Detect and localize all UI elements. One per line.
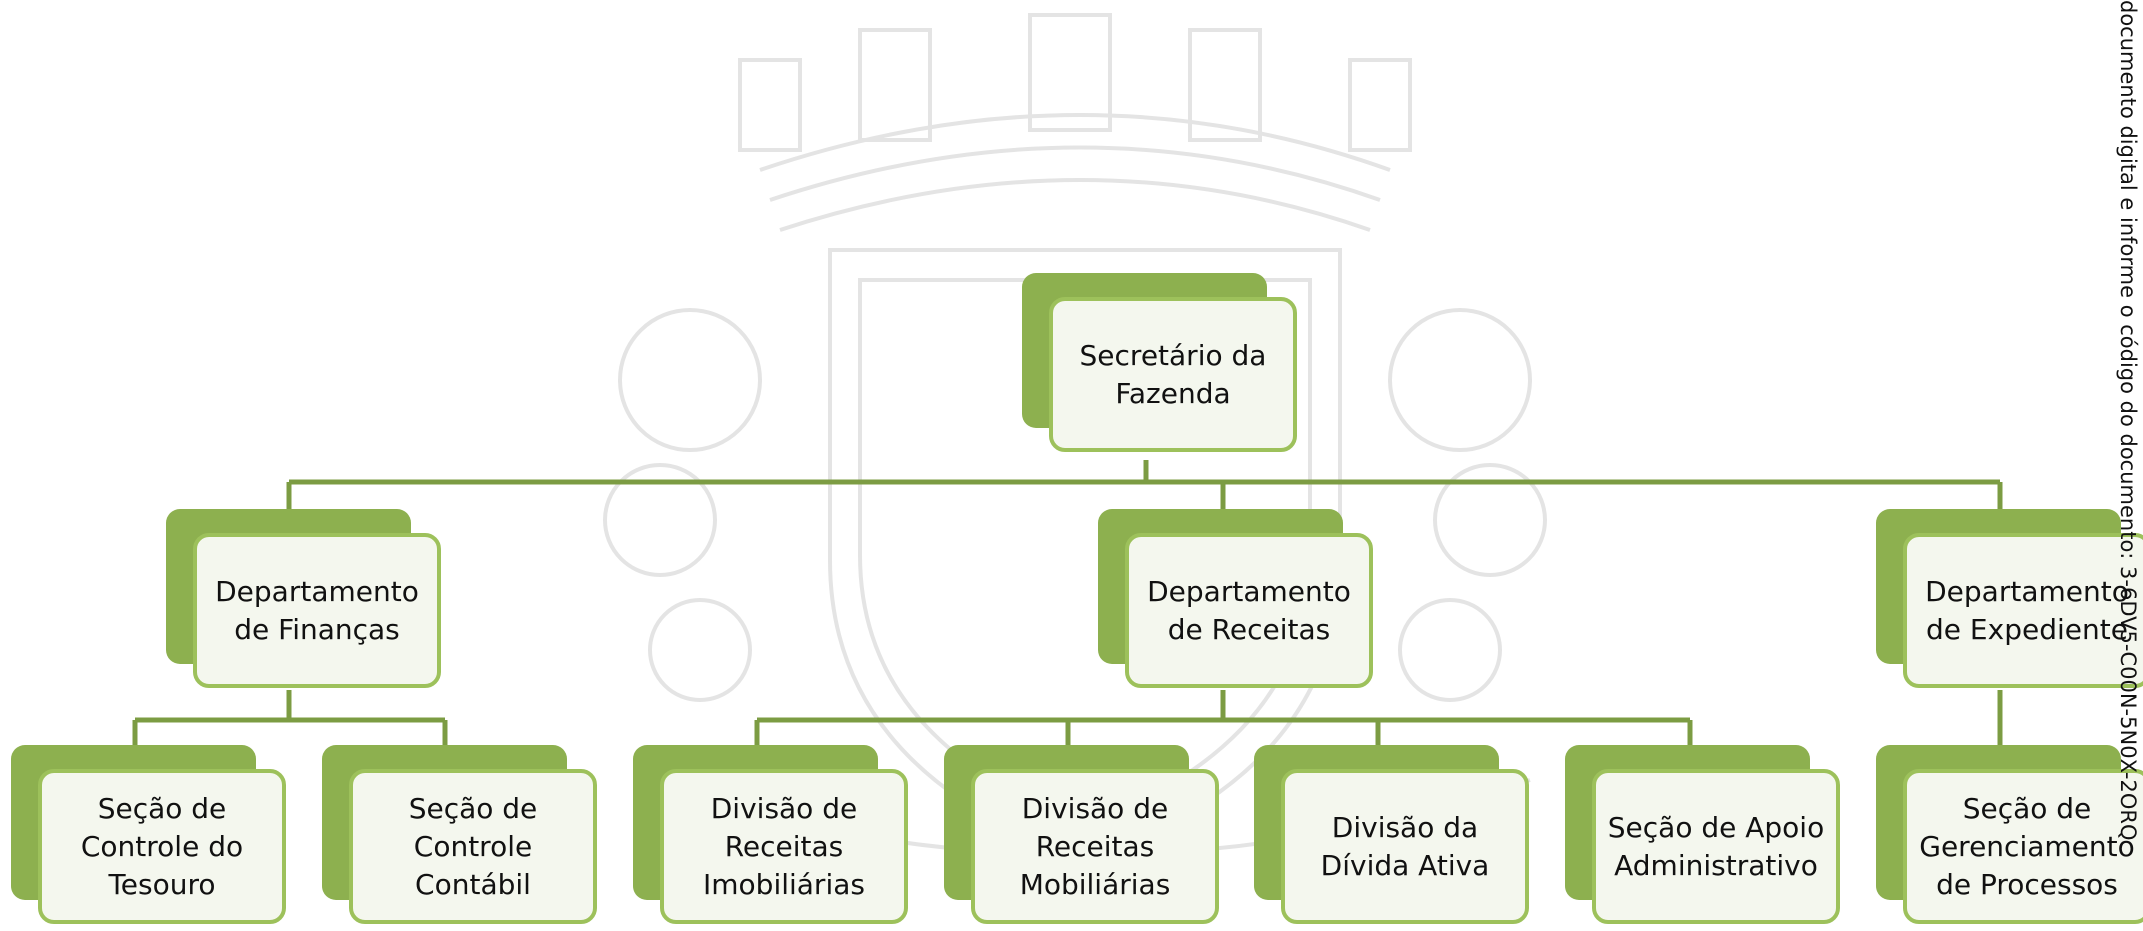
org-node-box: Divisão de Receitas Mobiliárias xyxy=(971,769,1219,924)
org-node-box: Divisão da Dívida Ativa xyxy=(1281,769,1529,924)
org-node-box: Departamento de Expediente xyxy=(1903,533,2143,688)
org-node-box: Departamento de Finanças xyxy=(193,533,441,688)
org-node-box: Seção de Gerenciamento de Processos xyxy=(1903,769,2143,924)
org-node-label: Seção de Controle do Tesouro xyxy=(80,791,244,901)
org-node-label: Departamento de Receitas xyxy=(1147,574,1351,646)
org-node-label: Divisão de Receitas Imobiliárias xyxy=(703,791,865,901)
org-node-box: Seção de Controle Contábil xyxy=(349,769,597,924)
org-node-box: Divisão de Receitas Imobiliárias xyxy=(660,769,908,924)
org-node-box: Departamento de Receitas xyxy=(1125,533,1373,688)
org-node-label: Seção de Gerenciamento de Processos xyxy=(1919,791,2135,901)
org-node-label: Divisão da Dívida Ativa xyxy=(1320,810,1490,882)
org-node-label: Seção de Controle Contábil xyxy=(408,791,538,901)
org-node-box: Seção de Apoio Administrativo xyxy=(1592,769,1840,924)
org-node-label: Departamento de Finanças xyxy=(215,574,419,646)
org-node-box: Seção de Controle do Tesouro xyxy=(38,769,286,924)
document-verification-note: documento digital e informe o código do … xyxy=(2116,0,2140,841)
org-node-label: Seção de Apoio Administrativo xyxy=(1607,810,1825,882)
org-node-label: Divisão de Receitas Mobiliárias xyxy=(1019,791,1171,901)
org-node-label: Departamento de Expediente xyxy=(1925,574,2129,646)
org-node-box: Secretário da Fazenda xyxy=(1049,297,1297,452)
org-node-label: Secretário da Fazenda xyxy=(1079,338,1267,410)
